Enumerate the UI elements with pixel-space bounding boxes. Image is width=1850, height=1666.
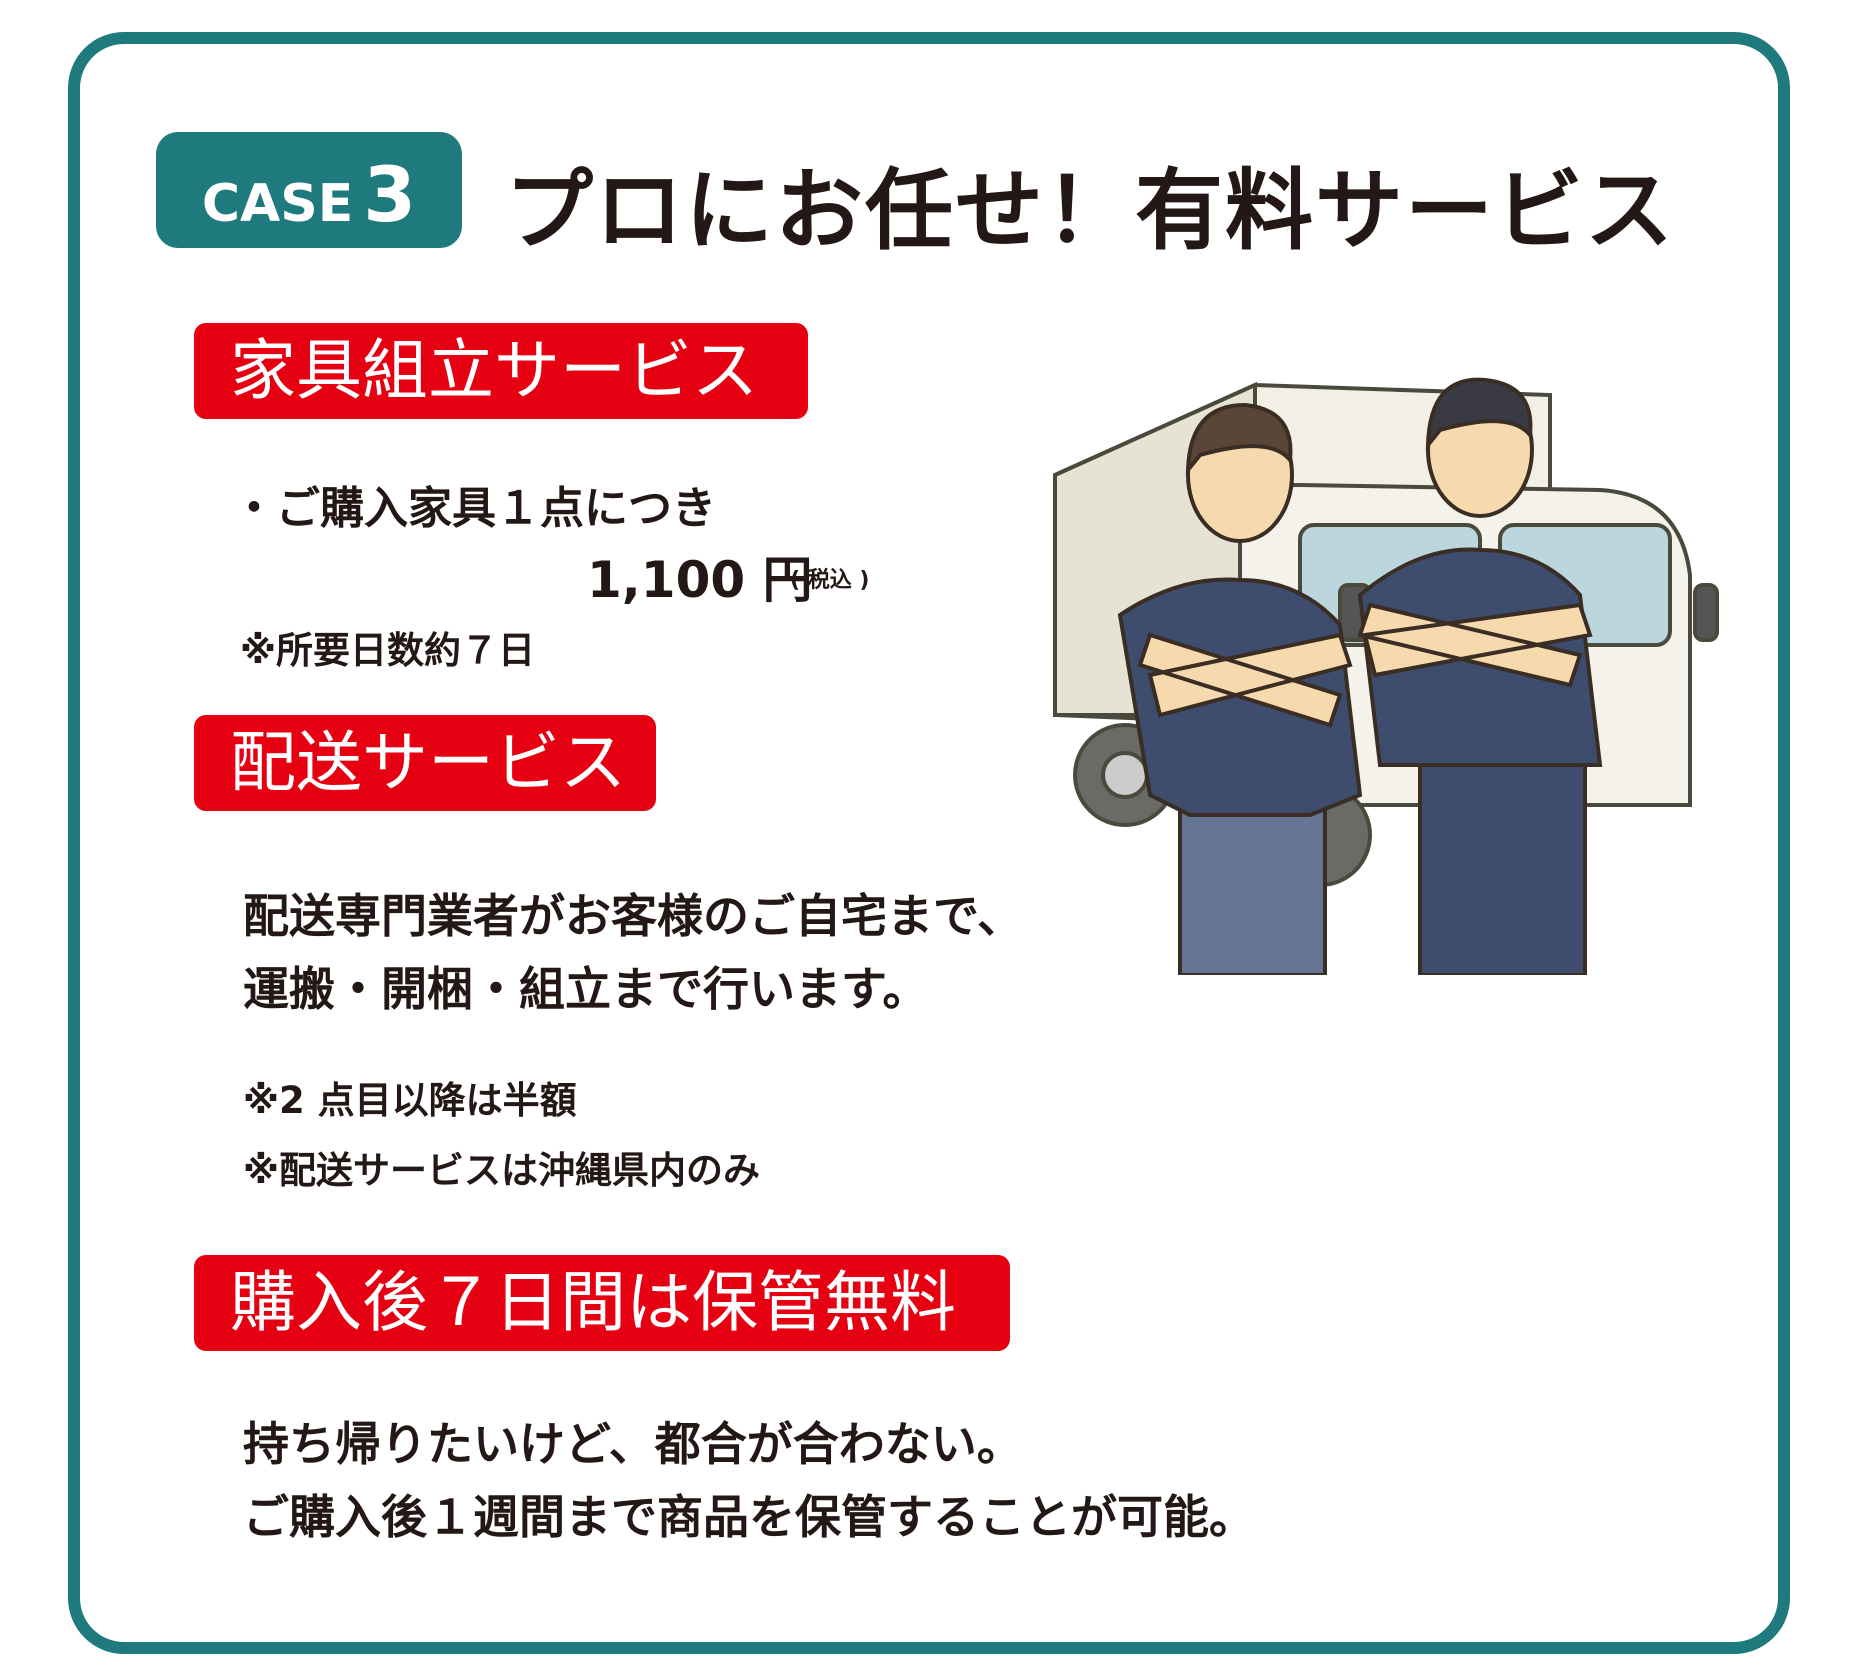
case-number: 3: [363, 150, 417, 239]
case-label: CASE: [201, 174, 354, 234]
assembly-bullet: ・ご購入家具１点につき: [232, 483, 716, 534]
heading-storage: 購入後７日間は保管無料: [194, 1255, 1010, 1351]
worker-left: [1117, 402, 1363, 975]
assembly-price: 1,100 円: [587, 551, 813, 609]
card-frame: [68, 32, 1790, 1654]
delivery-line-2: 運搬・開梱・組立まで行います。: [243, 962, 929, 1016]
assembly-tax-note: ( 税込 ): [790, 568, 870, 593]
page-title: プロにお任せ！有料サービス: [505, 159, 1676, 262]
assembly-note: ※所要日数約７日: [240, 629, 535, 672]
truck-workers-illustration: [1053, 377, 1719, 975]
case-badge: CASE 3: [156, 132, 462, 248]
delivery-note-1: ※2 点目以降は半額: [243, 1079, 577, 1122]
delivery-line-1: 配送専門業者がお客様のご自宅まで、: [243, 889, 1024, 943]
delivery-note-2: ※配送サービスは沖縄県内のみ: [243, 1149, 760, 1192]
worker-right: [1357, 377, 1603, 975]
storage-line-2: ご購入後１週間まで商品を保管することが可能。: [243, 1490, 1255, 1544]
storage-line-1: 持ち帰りたいけど、都合が合わない。: [243, 1417, 1023, 1471]
heading-delivery: 配送サービス: [194, 715, 656, 811]
heading-assembly: 家具組立サービス: [194, 323, 808, 419]
